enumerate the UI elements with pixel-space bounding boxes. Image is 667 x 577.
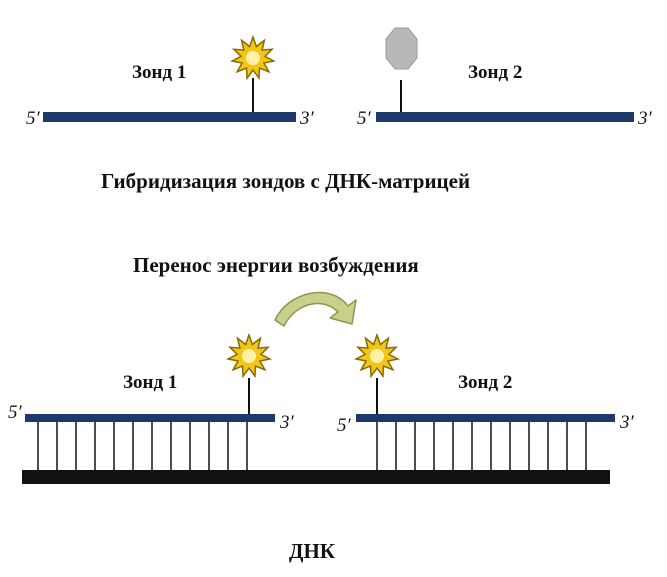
top-probe1-strand	[43, 112, 296, 122]
bottom-probe1-5-end: 5′	[8, 402, 23, 423]
bottom-probe1-3-end: 3′	[279, 412, 295, 433]
bottom-probe1-label: Зонд 1	[123, 372, 177, 393]
top-probe2-3-end: 3′	[637, 108, 653, 129]
top-probe2-label: Зонд 2	[468, 62, 522, 83]
bottom-probe2-3-end: 3′	[619, 412, 635, 433]
fluorophore-core	[246, 51, 260, 65]
bottom-acceptor-fluorophore-icon	[353, 332, 401, 379]
caption-hybridization: Гибридизация зондов с ДНК-матрицей	[101, 169, 470, 193]
top-probe1-label: Зонд 1	[132, 62, 186, 83]
bottom-probe1-base-pairs	[37, 422, 248, 470]
bottom-probe2-label: Зонд 2	[458, 372, 512, 393]
bottom-probe1-strand	[25, 414, 275, 422]
top-probe1-3-end: 3′	[299, 108, 315, 129]
top-acceptor-quencher-icon	[385, 27, 418, 70]
fluorophore-core	[242, 349, 256, 363]
bottom-probe2-5-end: 5′	[337, 415, 352, 436]
fluorophore-core	[370, 349, 384, 363]
top-probe2-5-end: 5′	[357, 108, 372, 129]
bottom-probe2-base-pairs	[376, 422, 587, 470]
bottom-probe2-strand	[356, 414, 615, 422]
top-donor-fluorophore-icon	[229, 34, 277, 81]
top-probe1-5-end: 5′	[26, 108, 41, 129]
top-probe2-strand	[376, 112, 634, 122]
bottom-donor-fluorophore-icon	[225, 332, 273, 379]
caption-energy-transfer: Перенос энергии возбуждения	[133, 253, 419, 277]
energy-transfer-arrow-icon	[274, 291, 357, 327]
dna-label: ДНК	[289, 539, 336, 563]
dna-template-strand	[22, 470, 610, 484]
